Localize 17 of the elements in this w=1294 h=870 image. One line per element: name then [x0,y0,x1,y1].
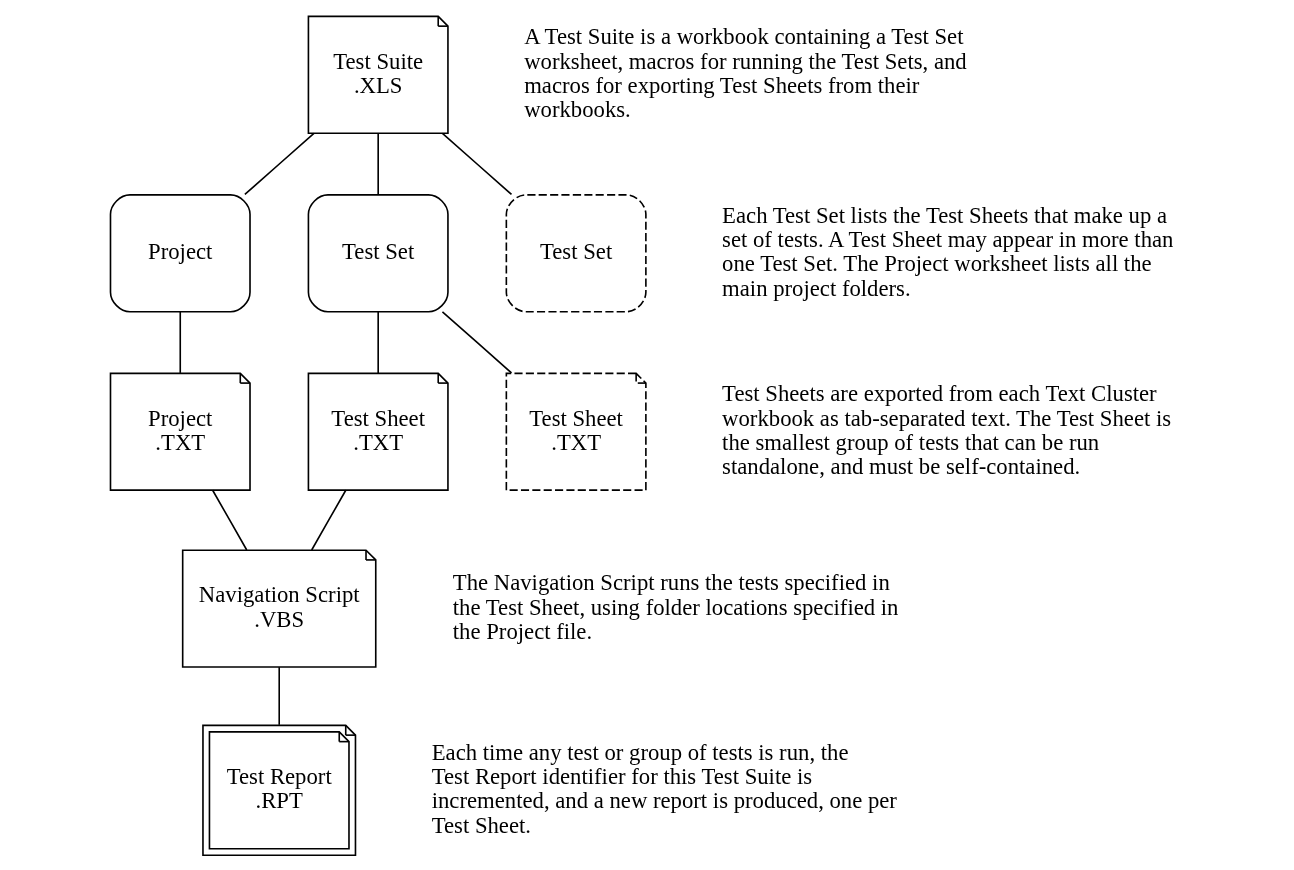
node-box: Test Set [505,194,647,313]
connector [441,132,512,196]
node-box: Test Set [307,194,449,313]
connector [376,311,379,374]
connector [178,311,181,374]
connector [277,666,280,726]
connector [310,489,347,551]
node-box: Project [109,194,251,313]
connector [211,489,248,551]
label: Each Test Set lists the Test Sheets that make up a set of tests. A Test Sheet may appear in more than one Test Set. The Project worksheet lists all the main project folders. [721,202,1173,301]
connector [376,132,379,196]
label: Each time any test or group of tests is run, the Test Report identifier for this Test Suite is incremented, and a new report is produced, one per Test Sheet. [431,739,897,838]
label: Test Sheets are exported from each Text Cluster workbook as tab-separated text. The Test Sheet is the smallest group of tests that can be run standalone, and must be self-contained. [721,381,1171,480]
connector [243,132,315,196]
label: The Navigation Script runs the tests specified in the Test Sheet, using folder locations specified in the Project file. [452,570,898,644]
connector [441,311,512,374]
label: A Test Suite is a workbook containing a Test Set worksheet, macros for running the Test Sets, and macros for exporting Test Sheets from their workbooks. [523,24,967,123]
